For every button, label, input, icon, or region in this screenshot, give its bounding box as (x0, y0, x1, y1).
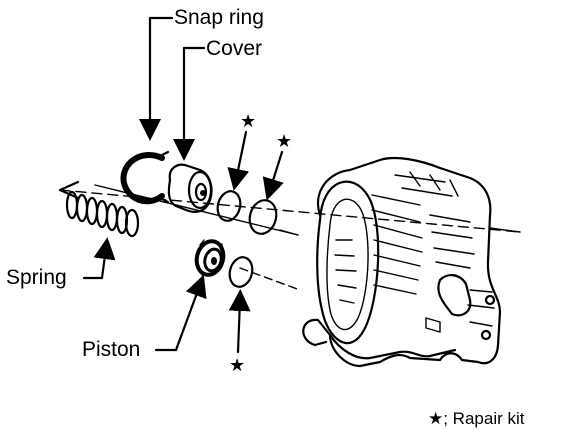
label-spring: Spring (6, 266, 67, 289)
cover-part (167, 163, 213, 213)
o-ring-parts (216, 190, 278, 288)
spring-part (65, 190, 140, 238)
transmission-case (302, 156, 521, 368)
repair-kit-star-3: ★ (229, 355, 246, 375)
label-snap-ring: Snap ring (174, 6, 264, 29)
label-cover: Cover (206, 37, 263, 60)
legend-repair-kit: ★; Rapair kit (428, 409, 525, 428)
leader-lines (82, 16, 284, 354)
axis-dashed-line (58, 180, 521, 291)
repair-kit-star-1: ★ (240, 111, 257, 131)
snap-ring-part (120, 150, 170, 205)
repair-kit-star-2: ★ (276, 131, 293, 151)
label-piston: Piston (82, 338, 141, 361)
piston-part (194, 239, 226, 277)
